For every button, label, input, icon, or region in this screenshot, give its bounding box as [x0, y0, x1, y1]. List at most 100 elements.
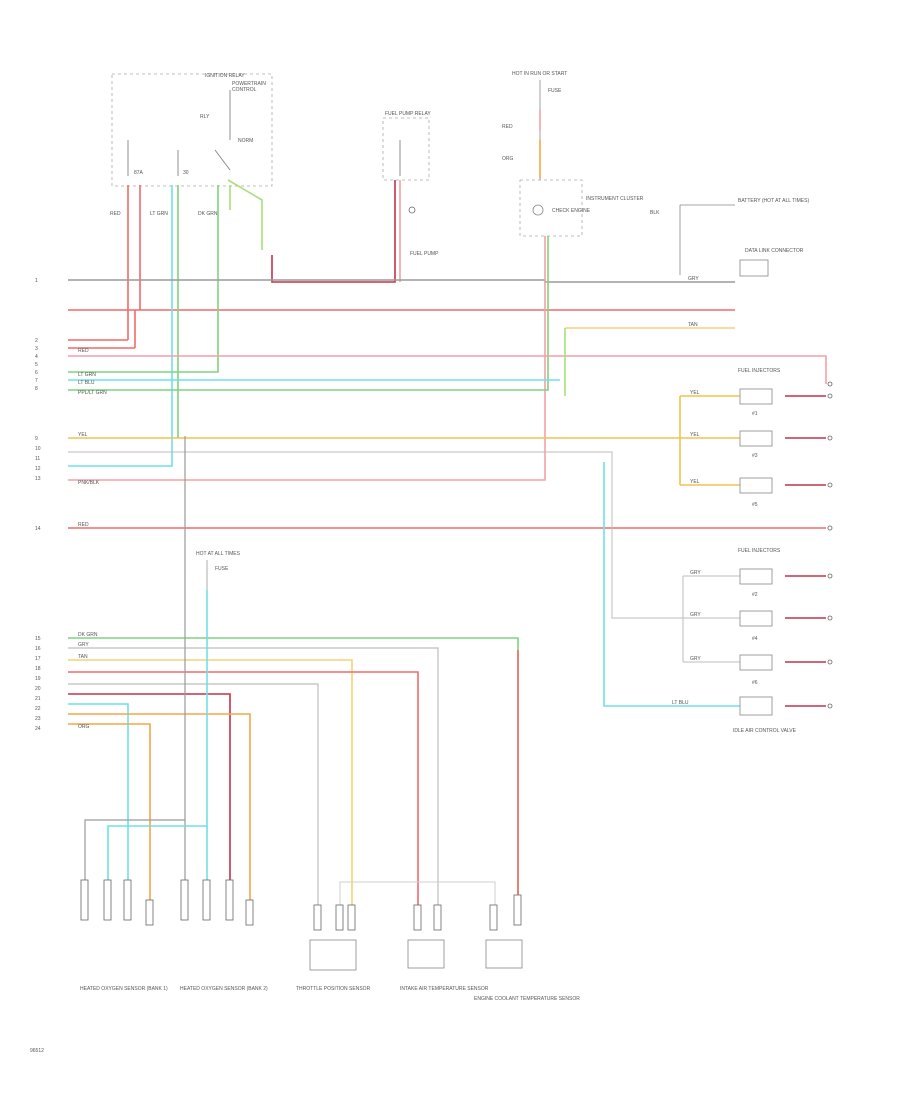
svg-text:GRY: GRY: [690, 570, 701, 576]
wire-codes: RED LT GRN DK GRN RED LT GRN LT BLU PPL/…: [78, 124, 701, 730]
relay-pin-b: 30: [183, 170, 189, 176]
svg-text:11: 11: [35, 456, 40, 462]
svg-text:4: 4: [35, 354, 38, 360]
svg-text:8: 8: [35, 386, 38, 392]
svg-text:14: 14: [35, 526, 41, 532]
svg-text:2: 2: [35, 338, 38, 344]
svg-text:#4: #4: [752, 636, 758, 642]
battery-label: BATTERY (HOT AT ALL TIMES): [738, 198, 809, 204]
svg-text:16: 16: [35, 646, 41, 652]
bottom-sensors: HEATED OXYGEN SENSOR (BANK 1) HEATED OXY…: [80, 879, 580, 1002]
relay-box: [111, 73, 273, 187]
footer-code: 96512: [30, 1048, 44, 1054]
svg-text:17: 17: [35, 656, 41, 662]
fuel-pump-relay-block: FUEL PUMP RELAY FUEL PUMP: [382, 111, 439, 257]
svg-text:19: 19: [35, 676, 41, 682]
relay-desc-1: POWERTRAIN: [232, 81, 266, 87]
check-engine-label: CHECK ENGINE: [552, 208, 591, 214]
svg-text:12: 12: [35, 466, 41, 472]
svg-text:ORG: ORG: [502, 156, 514, 162]
coolant-temp-sensor: [485, 939, 523, 969]
svg-text:DK GRN: DK GRN: [78, 632, 98, 638]
svg-text:9: 9: [35, 436, 38, 442]
svg-text:3: 3: [35, 346, 38, 352]
svg-text:GRY: GRY: [78, 642, 89, 648]
svg-text:18: 18: [35, 666, 41, 672]
svg-text:24: 24: [35, 726, 41, 732]
injector-3: [739, 430, 773, 447]
relay-sub-2: NORM: [238, 138, 253, 144]
svg-text:GRY: GRY: [690, 612, 701, 618]
fuel-pump-desc: FUEL PUMP: [410, 251, 439, 257]
svg-text:ORG: ORG: [78, 724, 90, 730]
sensor-1-label: HEATED OXYGEN SENSOR (BANK 1): [80, 986, 168, 992]
instrument-cluster-label: INSTRUMENT CLUSTER: [586, 196, 644, 202]
relay-desc-2: CONTROL: [232, 87, 257, 93]
fuse-label: FUSE: [548, 88, 562, 94]
svg-text:YEL: YEL: [78, 432, 88, 438]
relay-sub-1: RLY: [200, 114, 210, 120]
fuel-injectors-top: FUEL INJECTORS #1 #3 #5: [738, 368, 833, 531]
fuel-injectors-bottom: FUEL INJECTORS #2 #4 #6 IDLE AIR CONTROL…: [733, 548, 833, 734]
svg-text:#6: #6: [752, 680, 758, 686]
svg-text:RED: RED: [78, 522, 89, 528]
svg-text:YEL: YEL: [690, 432, 700, 438]
svg-text:YEL: YEL: [690, 479, 700, 485]
check-engine-lamp-icon: [532, 204, 544, 216]
svg-text:1: 1: [35, 278, 38, 284]
svg-text:20: 20: [35, 686, 41, 692]
svg-text:LT GRN: LT GRN: [150, 211, 168, 217]
svg-text:5: 5: [35, 362, 38, 368]
svg-text:#1: #1: [752, 411, 758, 417]
injector-6: [739, 654, 773, 671]
ignition-relay-block: IGNITION RELAY POWERTRAIN CONTROL RLY NO…: [111, 73, 273, 187]
sensor-4-label: INTAKE AIR TEMPERATURE SENSOR: [400, 986, 489, 992]
svg-text:13: 13: [35, 476, 41, 482]
injector-4: [739, 610, 773, 627]
throttle-position-sensor: [309, 939, 357, 971]
sensor-5-label: ENGINE COOLANT TEMPERATURE SENSOR: [474, 996, 580, 1002]
svg-text:LT BLU: LT BLU: [78, 380, 95, 386]
svg-text:PNK/BLK: PNK/BLK: [78, 480, 100, 486]
hot-at-all-times-block: HOT AT ALL TIMES FUSE: [196, 551, 241, 590]
svg-text:10: 10: [35, 446, 41, 452]
sensor-2-label: HEATED OXYGEN SENSOR (BANK 2): [180, 986, 268, 992]
fuse-lower-label: FUSE: [215, 566, 229, 572]
svg-text:DK GRN: DK GRN: [198, 211, 218, 217]
injector-1: [739, 388, 773, 405]
svg-text:GRY: GRY: [690, 656, 701, 662]
svg-text:21: 21: [35, 696, 41, 702]
wires: [68, 110, 827, 920]
svg-text:RED: RED: [502, 124, 513, 130]
ignition-relay-label: IGNITION RELAY: [205, 73, 245, 79]
hot-in-run-label: HOT IN RUN OR START: [512, 71, 567, 77]
svg-text:22: 22: [35, 706, 41, 712]
hot-at-all-label: HOT AT ALL TIMES: [196, 551, 241, 557]
svg-text:6: 6: [35, 370, 38, 376]
fuel-pump-relay-label: FUEL PUMP RELAY: [385, 111, 431, 117]
svg-text:PPL/LT GRN: PPL/LT GRN: [78, 390, 107, 396]
pcm-pin-labels: 1 2 3 4 5 6 7 8 9 10 11 12 13 14 15 16 1…: [35, 278, 41, 732]
relay-pin-a: 87A: [134, 170, 144, 176]
svg-text:YEL: YEL: [690, 390, 700, 396]
fuel-injectors-top-label: FUEL INJECTORS: [738, 368, 781, 374]
svg-text:#3: #3: [752, 453, 758, 459]
svg-text:LT BLU: LT BLU: [672, 700, 689, 706]
sensor-3-label: THROTTLE POSITION SENSOR: [296, 986, 371, 992]
idle-air-label: IDLE AIR CONTROL VALVE: [733, 728, 797, 734]
data-link-connector: [739, 259, 769, 277]
svg-text:BLK: BLK: [650, 210, 660, 216]
svg-text:TAN: TAN: [688, 322, 698, 328]
data-link-label: DATA LINK CONNECTOR: [745, 248, 804, 254]
intake-air-temp-sensor: [407, 939, 445, 969]
injector-2: [739, 568, 773, 585]
fuel-injectors-bottom-label: FUEL INJECTORS: [738, 548, 781, 554]
svg-text:TAN: TAN: [78, 654, 88, 660]
svg-text:#2: #2: [752, 592, 758, 598]
svg-text:GRY: GRY: [688, 276, 699, 282]
battery-block: BATTERY (HOT AT ALL TIMES) DATA LINK CON…: [679, 198, 809, 277]
svg-text:15: 15: [35, 636, 41, 642]
svg-text:#5: #5: [752, 502, 758, 508]
svg-text:RED: RED: [110, 211, 121, 217]
